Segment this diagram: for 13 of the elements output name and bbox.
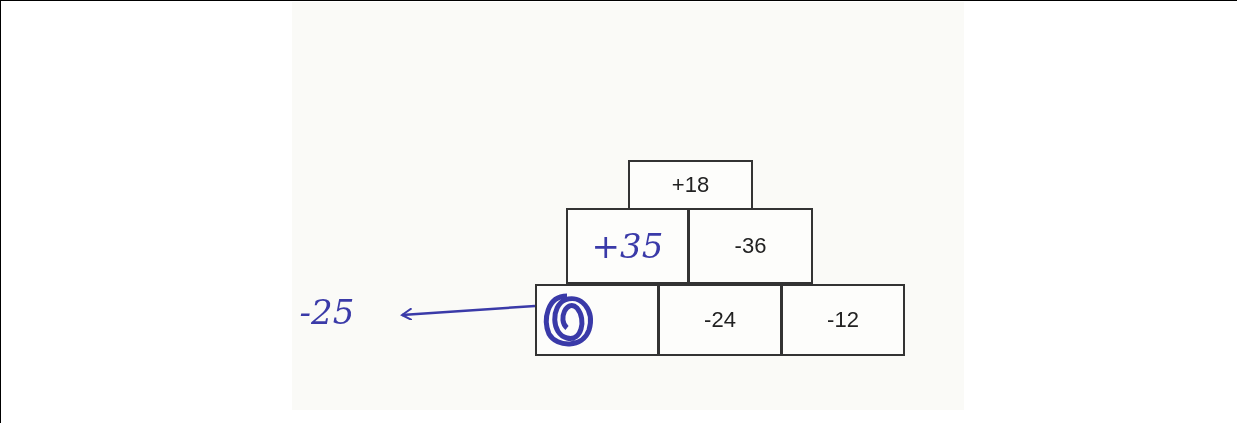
handwritten-number: -25 (299, 292, 355, 332)
pyramid-cell (658, 284, 782, 356)
cell-number: -24 (704, 307, 736, 333)
pyramid-cell (566, 208, 689, 284)
cell-number: +18 (671, 172, 710, 198)
pyramid-cell (781, 284, 905, 356)
cell-number: -36 (734, 233, 767, 259)
pyramid-cell (535, 284, 659, 356)
pyramid-cell (628, 160, 753, 210)
pyramid-cell (688, 208, 813, 284)
handwritten-number: +35 (591, 226, 664, 266)
arrow (401, 304, 536, 322)
cell-number: -12 (827, 307, 859, 333)
